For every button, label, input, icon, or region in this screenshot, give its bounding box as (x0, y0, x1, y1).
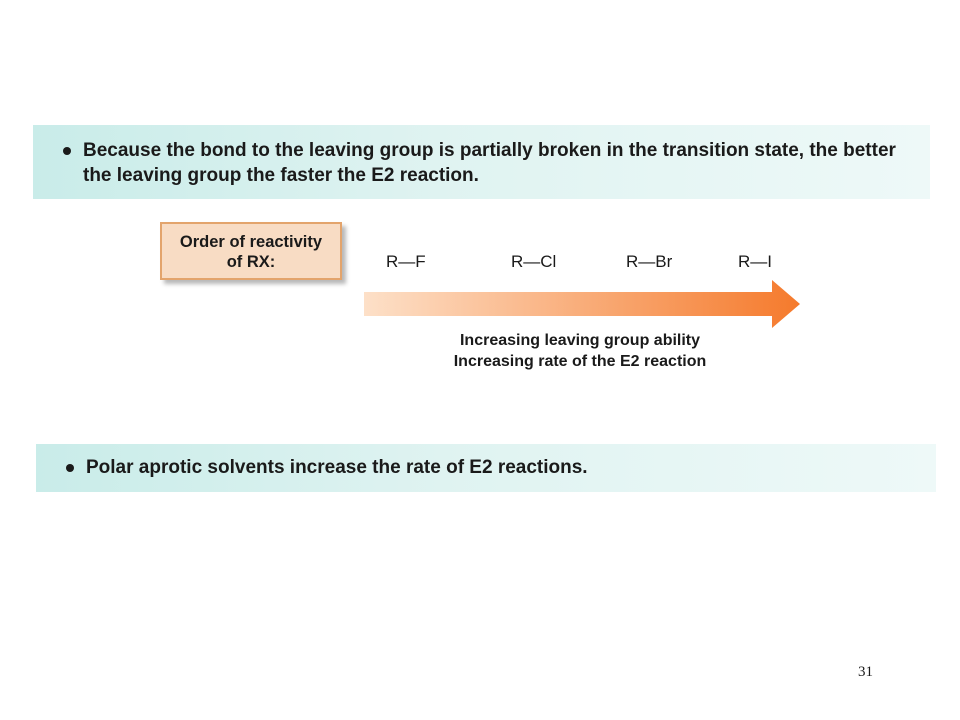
compound-r-i: R—I (738, 252, 772, 271)
page-number: 31 (858, 664, 873, 680)
increasing-arrow-icon (364, 280, 800, 328)
key-point-text-2: Polar aprotic solvents increase the rate… (86, 457, 588, 478)
arrow-caption-line-2: Increasing rate of the E2 reaction (453, 353, 707, 370)
order-of-reactivity-box: Order of reactivity of RX: (160, 222, 342, 280)
order-label-line-1: Order of reactivity (179, 233, 323, 251)
arrow-shape (364, 280, 800, 328)
key-point-banner-1: Because the bond to the leaving group is… (33, 125, 930, 199)
key-point-banner-2: Polar aprotic solvents increase the rate… (36, 444, 936, 492)
bullet-icon (63, 147, 71, 155)
order-label-line-2: of RX: (226, 253, 276, 271)
compound-r-f: R—F (386, 252, 426, 271)
arrow-caption-line-1: Increasing leaving group ability (459, 332, 701, 349)
compound-r-br: R—Br (626, 252, 673, 271)
bullet-icon (66, 464, 74, 472)
compound-r-cl: R—Cl (511, 252, 557, 271)
key-point-text-1: Because the bond to the leaving group is… (83, 140, 896, 186)
